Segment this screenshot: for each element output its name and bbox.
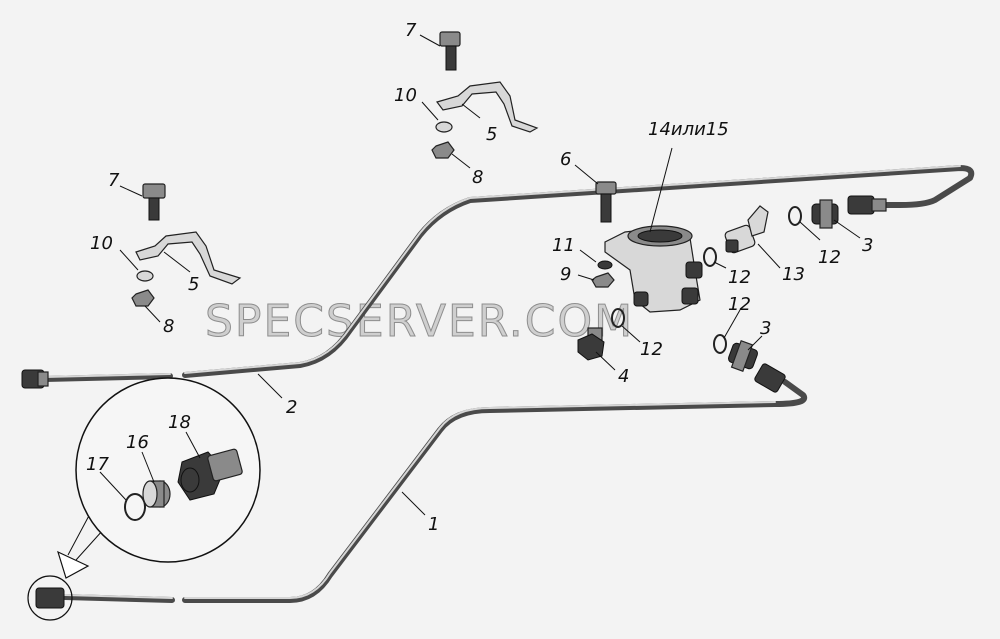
part-18-nut xyxy=(177,448,243,501)
label-17: 17 xyxy=(86,454,109,475)
valve-body-14-15 xyxy=(604,225,703,313)
nut-8-upper xyxy=(431,141,455,159)
label-12-a: 12 xyxy=(728,267,751,288)
leader-lines xyxy=(99,34,861,516)
ring-12-b xyxy=(788,206,802,226)
label-6: 6 xyxy=(560,149,571,170)
washer-11 xyxy=(597,260,613,270)
bolt-7-lower xyxy=(142,183,166,221)
label-14-15: 14или15 xyxy=(648,119,729,140)
label-7-lower: 7 xyxy=(108,170,120,191)
bracket-5-upper xyxy=(435,81,539,133)
label-8-lower: 8 xyxy=(163,316,174,337)
label-5-upper: 5 xyxy=(486,124,497,145)
label-8-upper: 8 xyxy=(472,167,483,188)
label-10-lower: 10 xyxy=(90,233,113,254)
nut-9 xyxy=(591,272,615,288)
label-18: 18 xyxy=(168,412,191,433)
label-13: 13 xyxy=(782,264,805,285)
watermark: SPECSERVER.COM xyxy=(205,296,634,347)
union-3-upper xyxy=(811,199,839,229)
label-2: 2 xyxy=(286,397,297,418)
part-labels: 7 10 5 8 7 10 5 8 6 14или15 11 9 12 13 1… xyxy=(86,20,873,535)
bolt-7-upper xyxy=(439,31,461,71)
label-1: 1 xyxy=(428,514,439,535)
label-3-lower: 3 xyxy=(760,318,771,339)
label-12-c: 12 xyxy=(640,339,663,360)
detail-circle-small xyxy=(27,575,73,621)
washer-10-lower xyxy=(136,270,154,282)
bracket-5-lower xyxy=(135,231,242,285)
nut-8-lower xyxy=(131,289,155,307)
label-5-lower: 5 xyxy=(188,274,199,295)
part-16-sleeve xyxy=(142,480,171,508)
part-17-ring xyxy=(124,493,146,521)
fitting-13 xyxy=(724,205,769,254)
label-12-d: 12 xyxy=(728,294,751,315)
label-11: 11 xyxy=(552,235,575,256)
label-12-b: 12 xyxy=(818,247,841,268)
label-9: 9 xyxy=(560,264,571,285)
ring-12-c xyxy=(611,308,625,328)
union-3-lower xyxy=(727,340,759,372)
detail-magnified xyxy=(75,377,261,563)
label-4: 4 xyxy=(618,366,629,387)
washer-10-upper xyxy=(435,121,453,133)
pipe-2 xyxy=(21,165,975,389)
label-7-upper: 7 xyxy=(405,20,417,41)
pipe-1 xyxy=(35,363,808,609)
ring-12-a xyxy=(703,247,717,267)
label-10-upper: 10 xyxy=(394,85,417,106)
label-16: 16 xyxy=(126,432,149,453)
bolt-6 xyxy=(595,181,617,223)
label-3-upper: 3 xyxy=(862,235,873,256)
ring-12-d xyxy=(713,334,727,354)
